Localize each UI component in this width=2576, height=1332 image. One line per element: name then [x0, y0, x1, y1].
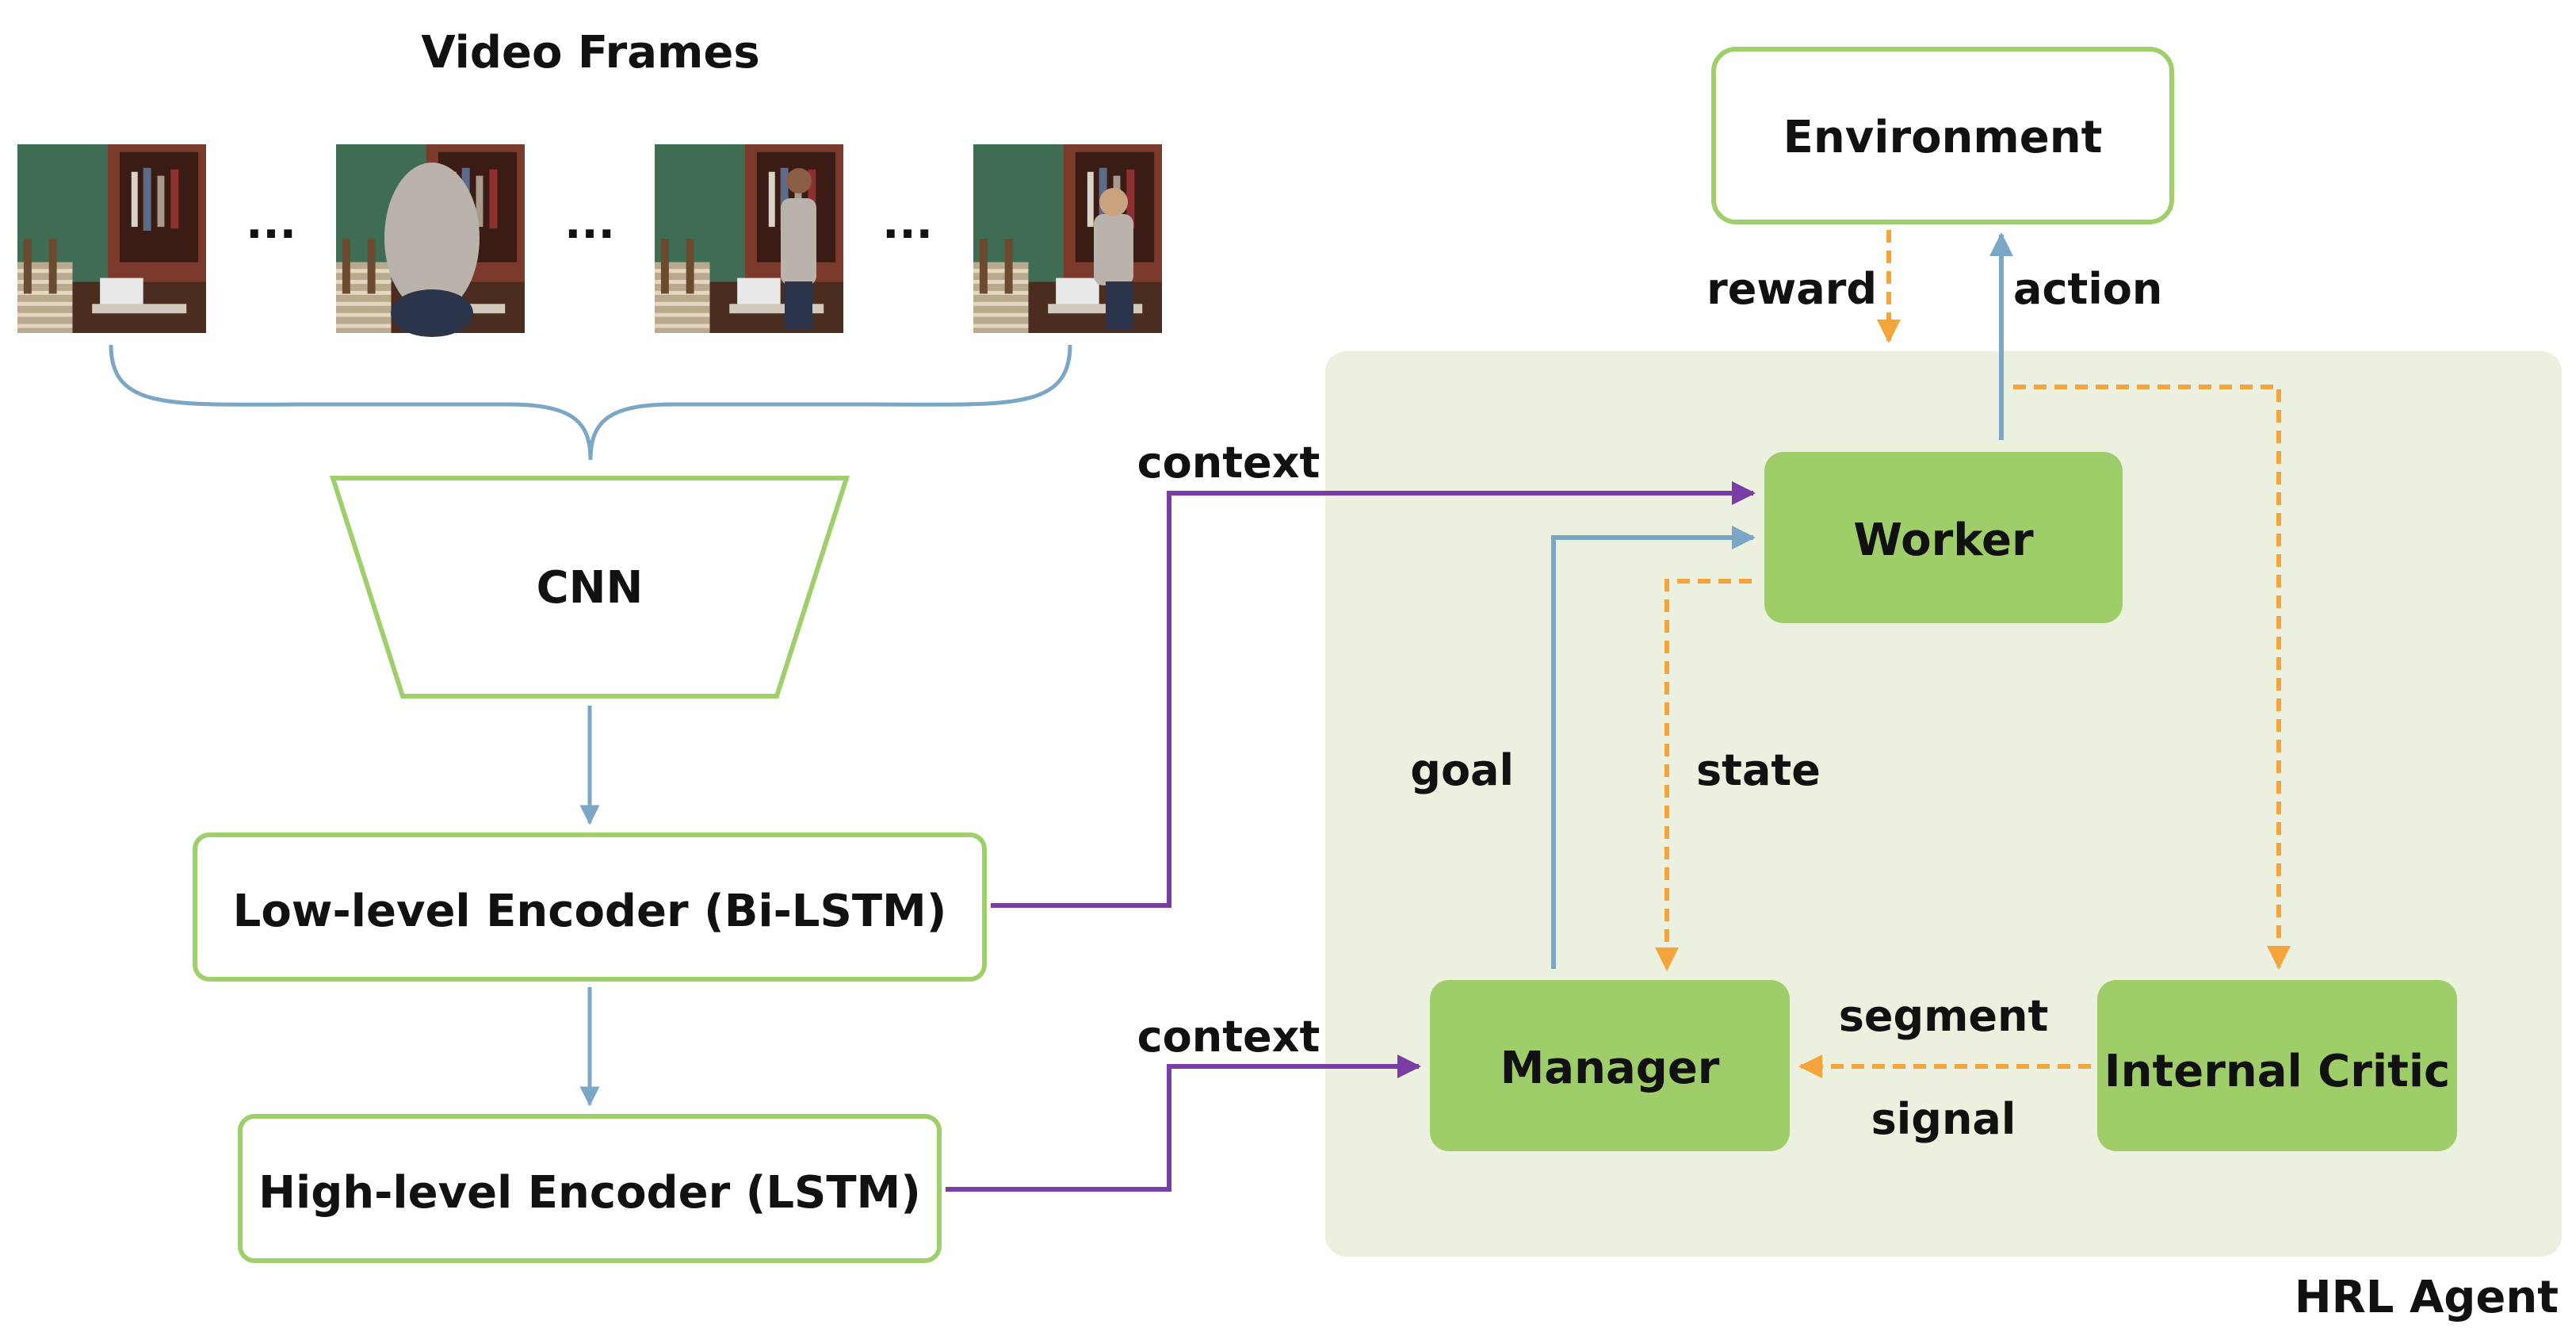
environment-box	[1711, 47, 2174, 224]
signal-label: signal	[1871, 1094, 2016, 1144]
internal-critic-box	[2097, 980, 2457, 1151]
low-level-encoder-box	[193, 832, 987, 982]
cnn-label: CNN	[537, 562, 644, 614]
cnn-block	[329, 476, 850, 699]
action-label: action	[2013, 264, 2162, 314]
segment-label: segment	[1839, 991, 2049, 1041]
worker-label: Worker	[1853, 515, 2034, 566]
ellipsis-3: ...	[882, 197, 933, 249]
video-frame-1	[17, 144, 206, 333]
video-frames-title: Video Frames	[421, 27, 759, 78]
arrow-worker-to-critic	[2013, 385, 2291, 970]
video-frame-4	[973, 144, 1162, 333]
worker-box	[1764, 452, 2123, 623]
context-label-manager: context	[1137, 1012, 1320, 1062]
arrow-goal	[1551, 526, 1756, 969]
video-frame-2	[336, 144, 525, 337]
ellipsis-1: ...	[246, 197, 296, 249]
arrow-state	[1655, 579, 1752, 971]
goal-label: goal	[1410, 745, 1514, 795]
arrow-context-high-to-manager	[946, 1054, 1421, 1192]
manager-box	[1430, 980, 1790, 1151]
context-label-worker: context	[1137, 438, 1320, 488]
reward-label: reward	[1707, 264, 1877, 314]
frames-brace	[109, 344, 1072, 461]
state-label: state	[1696, 745, 1821, 795]
ellipsis-2: ...	[564, 197, 615, 249]
internal-critic-label: Internal Critic	[2104, 1046, 2451, 1097]
high-level-encoder-box	[238, 1114, 942, 1263]
low-level-encoder-label: Low-level Encoder (Bi-LSTM)	[233, 886, 947, 937]
hrl-agent-label: HRL Agent	[2295, 1272, 2559, 1323]
manager-label: Manager	[1500, 1043, 1720, 1094]
arrow-context-low-to-worker	[991, 481, 1756, 908]
high-level-encoder-label: High-level Encoder (LSTM)	[258, 1167, 921, 1219]
video-frame-3	[655, 144, 843, 333]
environment-label: Environment	[1783, 112, 2103, 163]
